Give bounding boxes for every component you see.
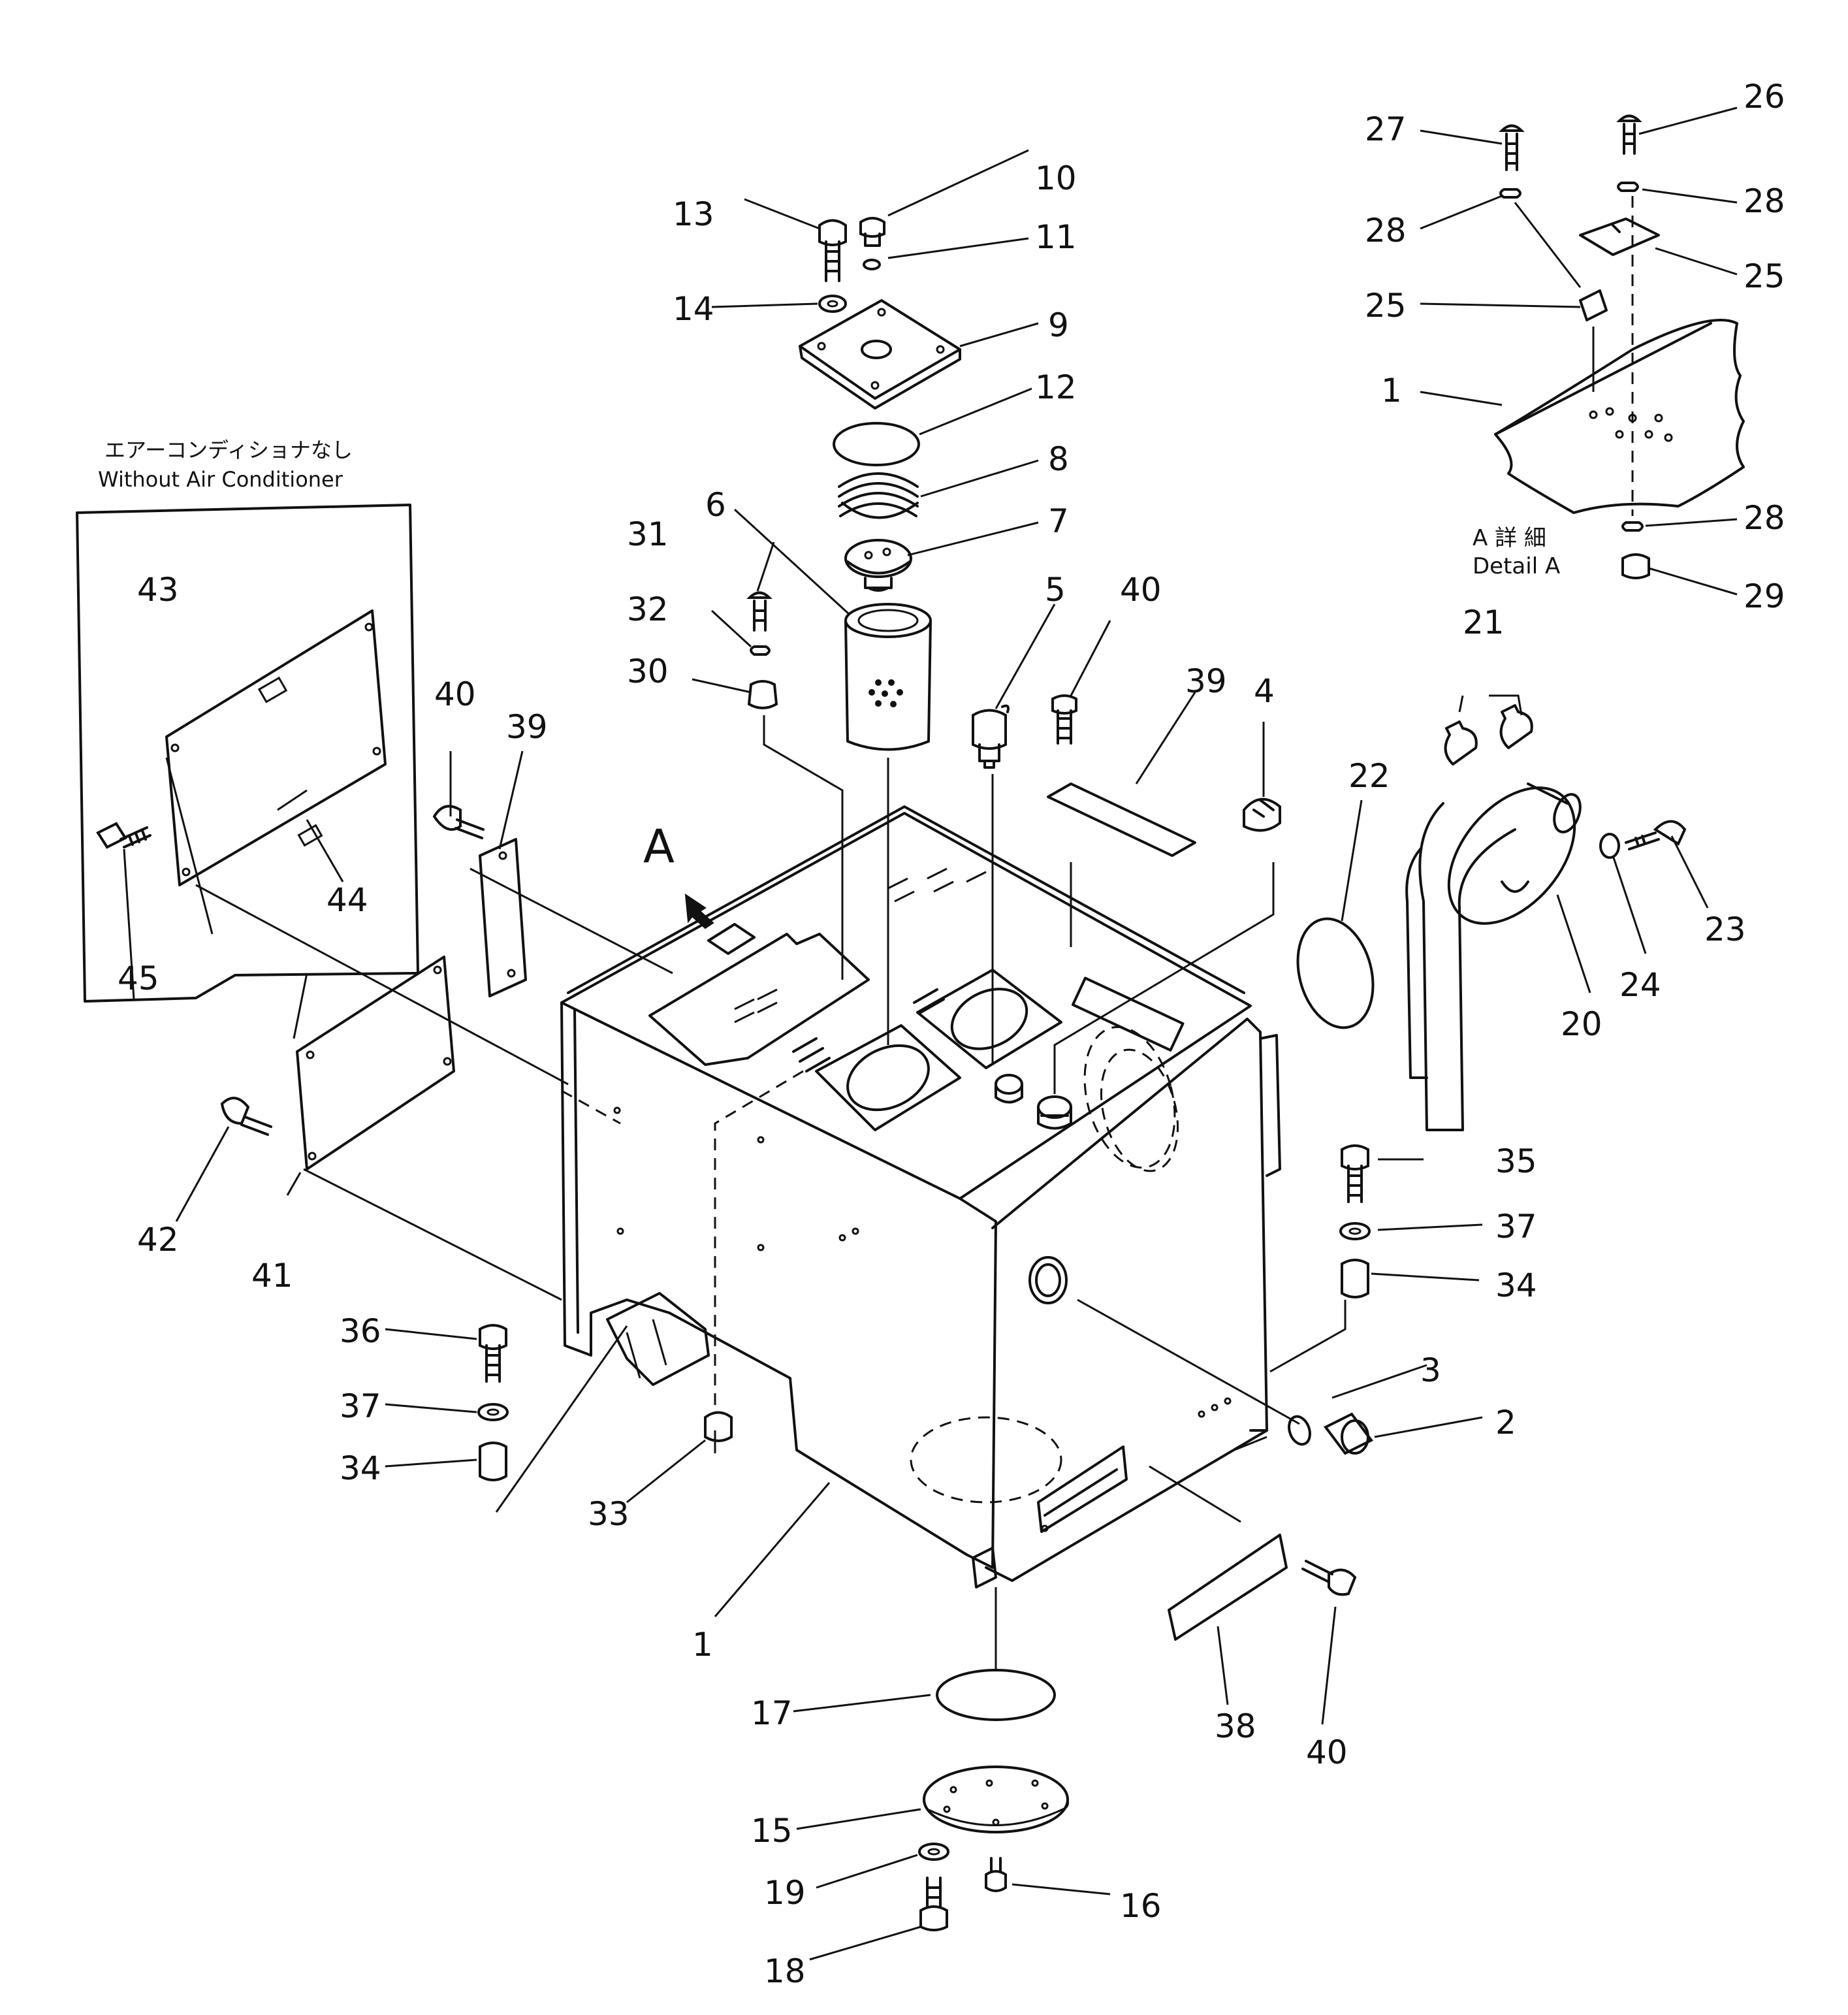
callout-28-c: 28 <box>1744 499 1785 537</box>
right-hardware <box>1168 1144 1374 1641</box>
callout-40-bottom: 40 <box>1306 1733 1348 1771</box>
detail-a-title-english: Detail A <box>1473 553 1560 579</box>
bolt-45 <box>96 822 151 849</box>
callout-15: 15 <box>751 1812 793 1850</box>
callout-34-right: 34 <box>1495 1266 1537 1304</box>
callout-12: 12 <box>1035 368 1077 406</box>
callout-10: 10 <box>1035 159 1077 197</box>
callout-1-main: 1 <box>692 1626 713 1664</box>
callout-40-left: 40 <box>434 675 476 713</box>
callout-leaders <box>123 106 1738 1961</box>
callout-6: 6 <box>705 486 726 524</box>
tank-body <box>560 805 1281 1588</box>
callout-39-left: 39 <box>506 708 548 746</box>
callout-30: 30 <box>627 653 669 690</box>
callout-26: 26 <box>1744 78 1785 116</box>
detail-a-title-japanese: A 詳 細 <box>1473 525 1546 551</box>
callout-39-top: 39 <box>1185 662 1227 700</box>
callout-3: 3 <box>1420 1351 1441 1389</box>
variant-note-english: Without Air Conditioner <box>98 467 343 492</box>
callout-20: 20 <box>1561 1005 1602 1043</box>
cover-plate-41 <box>296 956 455 1170</box>
callout-2: 2 <box>1495 1404 1516 1442</box>
callout-19: 19 <box>764 1874 806 1912</box>
callout-37-right: 37 <box>1495 1208 1537 1246</box>
callout-14: 14 <box>673 290 714 328</box>
filter-stack <box>746 217 1375 1029</box>
detail-a: A 詳 細 Detail A <box>1473 114 1745 579</box>
callout-37-left: 37 <box>340 1387 381 1425</box>
callout-43: 43 <box>137 571 179 609</box>
callout-11: 11 <box>1035 218 1077 256</box>
detail-a-bracket <box>707 923 756 955</box>
suction-pipe-assembly <box>1405 704 1687 1131</box>
callout-18: 18 <box>764 1952 806 1990</box>
callout-28-a: 28 <box>1365 212 1407 250</box>
cover-plate-43 <box>165 609 387 886</box>
callout-31: 31 <box>627 515 669 553</box>
callout-34-left: 34 <box>340 1449 381 1487</box>
callout-29: 29 <box>1744 577 1785 615</box>
callout-41: 41 <box>251 1257 293 1295</box>
callout-1-detail: 1 <box>1381 372 1402 410</box>
callout-28-b: 28 <box>1744 182 1785 220</box>
callout-36: 36 <box>340 1312 381 1350</box>
callout-4: 4 <box>1254 672 1275 710</box>
callout-22: 22 <box>1348 757 1390 795</box>
callout-25-a: 25 <box>1744 257 1785 295</box>
callout-27: 27 <box>1365 110 1407 148</box>
callout-5: 5 <box>1045 571 1066 609</box>
callout-16: 16 <box>1120 1887 1162 1925</box>
callout-42: 42 <box>137 1221 179 1259</box>
callout-numbers: 10 11 9 12 8 7 13 14 6 31 32 30 5 40 39 … <box>118 78 1785 1990</box>
callout-38: 38 <box>1215 1707 1256 1745</box>
callout-35: 35 <box>1495 1142 1537 1180</box>
callout-23: 23 <box>1704 911 1746 948</box>
callout-13: 13 <box>673 195 714 233</box>
callout-40-top: 40 <box>1120 571 1162 609</box>
callout-8: 8 <box>1048 440 1069 478</box>
callout-45: 45 <box>118 959 159 997</box>
callout-9: 9 <box>1048 306 1069 344</box>
callout-25-b: 25 <box>1365 287 1407 325</box>
bottom-drain <box>918 1669 1070 1931</box>
left-hardware <box>220 805 733 1481</box>
assembly-lines <box>195 715 1346 1669</box>
callout-33: 33 <box>588 1495 629 1533</box>
callout-17: 17 <box>751 1694 793 1732</box>
callout-24: 24 <box>1619 966 1661 1004</box>
callout-7: 7 <box>1048 502 1069 540</box>
view-mark-a: A <box>643 820 675 873</box>
callout-21: 21 <box>1463 604 1505 641</box>
callout-44: 44 <box>327 881 368 919</box>
callout-32: 32 <box>627 590 669 628</box>
variant-box: エアーコンディショナなし Without Air Conditioner <box>76 438 419 1003</box>
variant-note-japanese: エアーコンディショナなし <box>104 438 353 462</box>
